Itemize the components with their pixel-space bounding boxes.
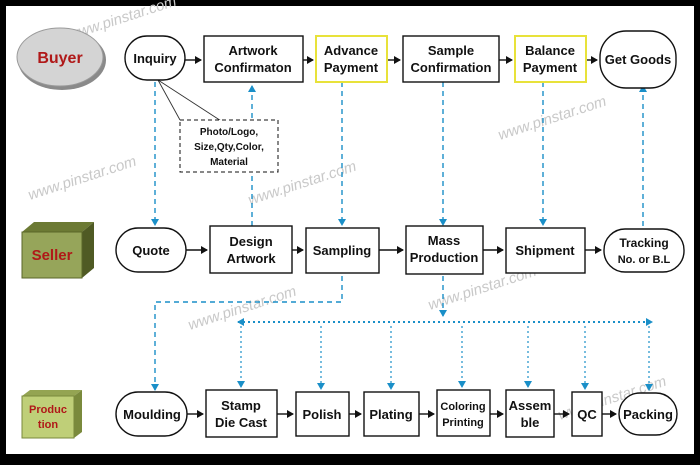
- lane-badge-buyer: Buyer: [16, 27, 106, 90]
- lane-label-production-line2: tion: [38, 419, 58, 431]
- node-plating-label: Plating: [369, 407, 412, 422]
- node-assemble-label-2: ble: [521, 415, 540, 430]
- node-qc-label: QC: [577, 407, 597, 422]
- node-stamp-label-1: Stamp: [221, 398, 261, 413]
- connectors: [151, 56, 653, 418]
- note-requirements: Photo/Logo, Size,Qty,Color, Material: [179, 119, 279, 173]
- node-getgoods-label: Get Goods: [605, 52, 671, 67]
- node-qc: QC: [571, 391, 603, 437]
- node-artwork-confirmation: Artwork Confirmaton: [203, 35, 304, 83]
- node-balance-label-1: Balance: [525, 43, 575, 58]
- node-coloring-label-2: Printing: [442, 417, 484, 429]
- node-sample-confirmation: Sample Confirmation: [402, 35, 500, 83]
- lane-label-buyer: Buyer: [37, 50, 82, 67]
- node-inquiry-label: Inquiry: [133, 51, 177, 66]
- note-line-3: Material: [210, 157, 248, 168]
- lane-label-seller: Seller: [32, 247, 73, 264]
- node-tracking-label-1: Tracking: [619, 236, 668, 250]
- node-balance-label-2: Payment: [523, 60, 578, 75]
- node-advance-payment: Advance Payment: [315, 35, 388, 83]
- node-moulding-label: Moulding: [123, 407, 181, 422]
- node-inquiry: Inquiry: [124, 35, 186, 81]
- lane-badge-seller: Seller: [21, 222, 94, 279]
- node-stamp-die-cast: Stamp Die Cast: [205, 389, 278, 438]
- node-stamp-label-2: Die Cast: [215, 415, 268, 430]
- node-get-goods: Get Goods: [599, 30, 677, 89]
- node-shipment: Shipment: [505, 227, 586, 274]
- node-packing: Packing: [618, 392, 678, 436]
- lane-badge-production: Produc tion: [21, 390, 82, 439]
- node-assemble-label-1: Assem: [509, 398, 552, 413]
- node-packing-label: Packing: [623, 407, 673, 422]
- node-assemble: Assem ble: [505, 389, 555, 438]
- node-tracking: Tracking No. or B.L: [603, 228, 685, 273]
- link-sampling-moulding: [151, 276, 343, 391]
- node-sample-label-1: Sample: [428, 43, 474, 58]
- node-balance-payment: Balance Payment: [514, 35, 587, 83]
- node-artwork-label-2: Confirmaton: [214, 60, 291, 75]
- node-artwork-label-1: Artwork: [228, 43, 278, 58]
- node-tracking-label-2: No. or B.L: [618, 254, 671, 266]
- lane-label-production-line1: Produc: [29, 404, 67, 416]
- node-sampling-label: Sampling: [313, 243, 372, 258]
- node-polish-label: Polish: [302, 407, 341, 422]
- node-design-artwork: Design Artwork: [209, 225, 293, 274]
- node-design-label-2: Artwork: [226, 251, 276, 266]
- node-coloring-printing: Coloring Printing: [436, 389, 491, 437]
- note-line-2: Size,Qty,Color,: [194, 142, 264, 153]
- note-line-1: Photo/Logo,: [200, 127, 259, 138]
- node-sampling: Sampling: [305, 227, 380, 274]
- node-design-label-1: Design: [229, 234, 272, 249]
- node-mass-label-2: Production: [410, 250, 479, 265]
- node-quote-label: Quote: [132, 243, 170, 258]
- node-shipment-label: Shipment: [515, 243, 575, 258]
- node-mass-production: Mass Production: [405, 225, 484, 275]
- node-coloring-label-1: Coloring: [440, 401, 485, 413]
- node-advance-label-2: Payment: [324, 60, 379, 75]
- node-moulding: Moulding: [115, 391, 188, 437]
- node-mass-label-1: Mass: [428, 233, 461, 248]
- node-polish: Polish: [295, 391, 350, 437]
- node-quote: Quote: [115, 227, 187, 273]
- node-plating: Plating: [363, 391, 420, 437]
- node-advance-label-1: Advance: [324, 43, 378, 58]
- node-sample-label-2: Confirmation: [411, 60, 492, 75]
- note-connector-2: [157, 79, 181, 121]
